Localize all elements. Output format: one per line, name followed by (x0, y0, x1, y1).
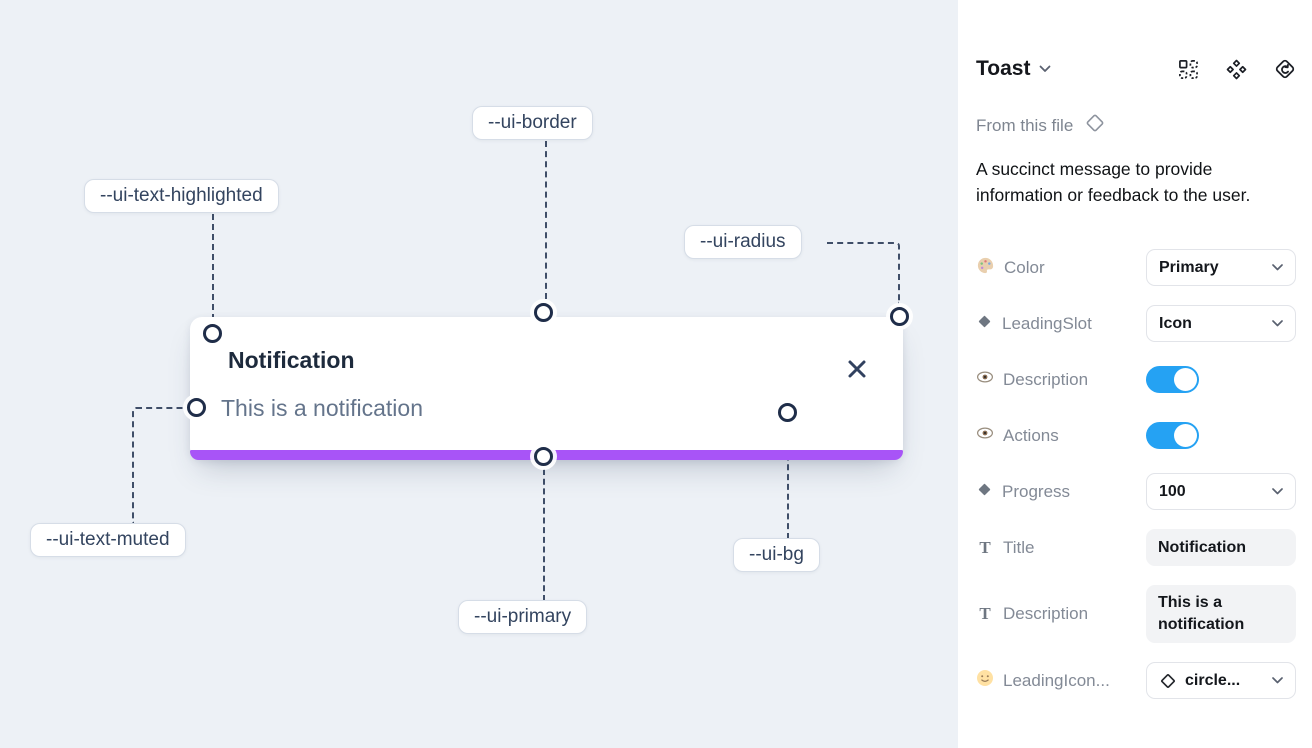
prop-row-leading-slot: LeadingSlot Icon (976, 305, 1296, 342)
variable-label-ui-text-muted[interactable]: --ui-text-muted (30, 523, 186, 557)
color-select[interactable]: Primary (1146, 249, 1296, 286)
diamond-filled-icon (976, 313, 993, 335)
panel-header: Toast (976, 57, 1296, 81)
variable-label-ui-primary[interactable]: --ui-primary (458, 600, 588, 634)
prop-label-progress: Progress (1002, 481, 1071, 501)
leading-slot-select[interactable]: Icon (1146, 305, 1296, 342)
toast-description: This is a notification (221, 395, 423, 421)
eye-icon (976, 424, 994, 447)
prop-label-leading-slot: LeadingSlot (1002, 313, 1092, 333)
anchor-primary (534, 447, 553, 466)
connector-ui-border (545, 141, 547, 299)
component-title[interactable]: Toast (976, 57, 1031, 80)
description-field[interactable]: This is a notification (1146, 585, 1296, 643)
design-canvas[interactable]: Notification This is a notification --ui… (0, 0, 958, 748)
properties-panel: Toast (958, 0, 1312, 748)
anchor-bg (778, 403, 797, 422)
connector-ui-bg (787, 425, 789, 539)
main-component-icon[interactable] (1274, 58, 1296, 80)
toast-title: Notification (228, 347, 355, 373)
prop-row-leading-icon: LeadingIcon... circle... (976, 662, 1296, 699)
anchor-radius (890, 307, 909, 326)
prop-label-leading-icon: LeadingIcon... (1003, 670, 1110, 690)
prop-label-title: Title (1003, 537, 1035, 557)
connector-ui-primary (543, 469, 545, 601)
source-row: From this file (976, 112, 1296, 139)
smiley-icon (976, 669, 994, 692)
prop-row-description-toggle: Description (976, 361, 1296, 398)
anchor-text-highlighted (203, 324, 222, 343)
diamond-filled-icon (976, 481, 993, 503)
variable-label-ui-radius[interactable]: --ui-radius (684, 225, 802, 259)
eye-icon (976, 368, 994, 391)
variable-label-ui-bg[interactable]: --ui-bg (733, 538, 820, 572)
close-icon[interactable] (845, 357, 869, 381)
props-list: Color Primary LeadingSlot Ic (976, 249, 1296, 699)
source-label: From this file (976, 115, 1074, 135)
diamond-outline-icon (1084, 112, 1106, 139)
chevron-down-icon[interactable] (1039, 65, 1051, 73)
progress-select[interactable]: 100 (1146, 473, 1296, 510)
anchor-text-muted (187, 398, 206, 417)
prop-row-actions-toggle: Actions (976, 417, 1296, 454)
title-field[interactable]: Notification (1146, 529, 1296, 566)
toggle-knob (1174, 424, 1197, 447)
prop-label-color: Color (1004, 257, 1045, 277)
prop-row-title: T Title Notification (976, 529, 1296, 566)
leading-icon-select[interactable]: circle... (1146, 662, 1296, 699)
text-prop-icon: T (979, 604, 991, 623)
component-set-icon[interactable] (1226, 59, 1247, 80)
diamond-outline-icon (1159, 672, 1177, 690)
component-description: A succinct message to provide informatio… (976, 159, 1251, 205)
text-prop-icon: T (979, 537, 991, 557)
prop-row-progress: Progress 100 (976, 473, 1296, 510)
chevron-down-icon (1272, 488, 1283, 495)
connector-ui-text-highlighted (212, 214, 214, 320)
anchor-border (534, 303, 553, 322)
toast-component[interactable]: Notification This is a notification (190, 317, 903, 460)
palette-icon (976, 256, 995, 280)
actions-toggle[interactable] (1146, 422, 1199, 449)
connector-ui-radius (827, 242, 900, 304)
toggle-knob (1174, 368, 1197, 391)
prop-row-description-text: T Description This is a notification (976, 585, 1296, 643)
variable-label-ui-border[interactable]: --ui-border (472, 106, 593, 140)
prop-label-actions-toggle: Actions (1003, 425, 1059, 445)
variable-label-ui-text-highlighted[interactable]: --ui-text-highlighted (84, 179, 279, 213)
connector-ui-text-muted (132, 407, 185, 524)
chevron-down-icon (1272, 264, 1283, 271)
description-toggle[interactable] (1146, 366, 1199, 393)
instance-grid-icon[interactable] (1178, 59, 1199, 80)
prop-label-description-text: Description (1003, 604, 1089, 623)
prop-label-description-toggle: Description (1003, 369, 1089, 389)
prop-row-color: Color Primary (976, 249, 1296, 286)
chevron-down-icon (1272, 677, 1283, 684)
chevron-down-icon (1272, 320, 1283, 327)
